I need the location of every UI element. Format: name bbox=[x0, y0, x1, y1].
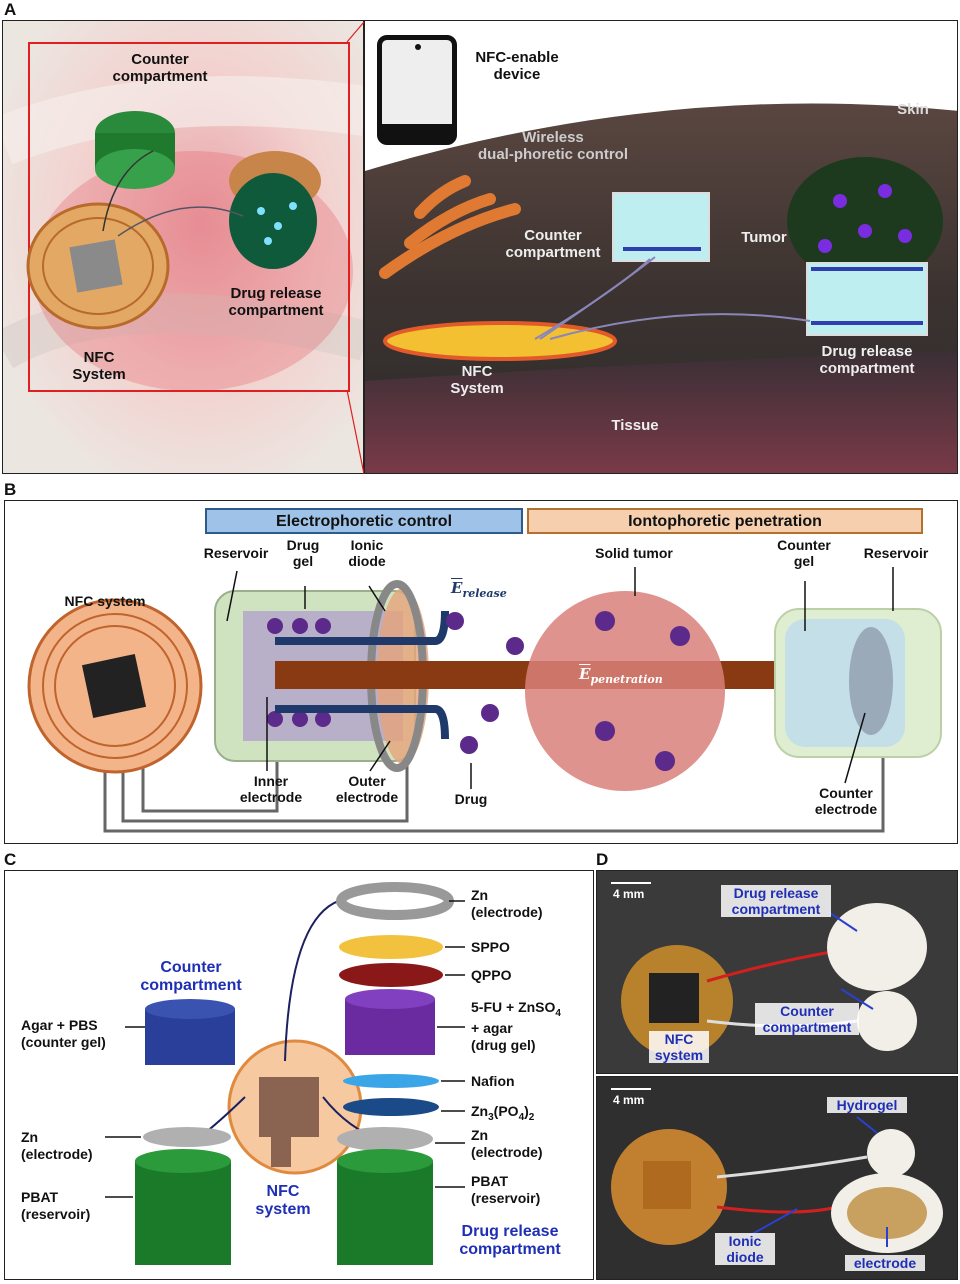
skin-label: Skin bbox=[897, 101, 929, 118]
panel-b-diagram: Electrophoretic control Iontophoretic pe… bbox=[4, 500, 958, 844]
counter-compartment-label: Counter compartment bbox=[755, 1003, 859, 1036]
zn3po4-label: Zn3(PO4)2 bbox=[471, 1103, 534, 1124]
dual-phoretic-schematic bbox=[27, 567, 942, 833]
zn-top-label: Zn (electrode) bbox=[471, 887, 543, 920]
ionic-diode-label: Ionic diode bbox=[348, 537, 386, 570]
panel-b-letter: B bbox=[4, 480, 17, 499]
tumor-label: Tumor bbox=[741, 229, 787, 246]
counter-gel-label: Counter gel bbox=[777, 537, 831, 570]
zn-left-label: Zn (electrode) bbox=[21, 1129, 93, 1162]
iontophoretic-penetration-label: Iontophoretic penetration bbox=[628, 513, 822, 530]
drug-release-right-label: Drug release compartment bbox=[819, 343, 915, 378]
pbat-left-label: PBAT (reservoir) bbox=[21, 1189, 91, 1222]
panel-a-letter: A bbox=[4, 0, 17, 19]
panel-c-exploded-view: Zn (electrode) SPPO QPPO Counter compart… bbox=[4, 870, 594, 1280]
nfc-system-label: NFC System bbox=[72, 349, 126, 384]
panel-d-photo-top: 4 mm Drug release compartment Counter co… bbox=[596, 870, 958, 1074]
e-penetration-symbol: E bbox=[579, 665, 591, 683]
panel-a-right-image: NFC-enable device Wireless dual-phoretic… bbox=[364, 20, 958, 474]
drug-label: Drug bbox=[454, 791, 488, 807]
e-penetration-label: Epenetration bbox=[579, 665, 663, 686]
qppo-label: QPPO bbox=[471, 967, 512, 983]
zn3po4-sub2: 4 bbox=[518, 1111, 525, 1123]
counter-compartment-right-label: Counter compartment bbox=[505, 227, 601, 262]
zn3po4-sub3: 2 bbox=[528, 1111, 535, 1123]
e-release-subscript: release bbox=[462, 587, 507, 600]
e-penetration-subscript: penetration bbox=[590, 673, 663, 686]
counter-electrode-label: Counter electrode bbox=[814, 785, 878, 818]
nafion-label: Nafion bbox=[471, 1073, 515, 1089]
drug-gel-label: 5-FU + ZnSO4 + agar (drug gel) bbox=[471, 999, 561, 1053]
panel-c-letter: C bbox=[4, 850, 17, 869]
e-release-symbol: E bbox=[451, 579, 463, 597]
drug-gel-subscript: 4 bbox=[555, 1007, 561, 1019]
iontophoretic-penetration-header: Iontophoretic penetration bbox=[527, 508, 923, 534]
nfc-system-label: NFC system bbox=[255, 1183, 311, 1219]
drug-gel-label: Drug gel bbox=[286, 537, 320, 570]
drug-release-compartment-label: Drug release compartment bbox=[228, 285, 324, 320]
wireless-control-label: Wireless dual-phoretic control bbox=[478, 129, 628, 164]
reservoir-left-label: Reservoir bbox=[203, 545, 269, 561]
zn-right-label: Zn (electrode) bbox=[471, 1127, 543, 1160]
drug-release-compartment-label: Drug release compartment bbox=[459, 1223, 561, 1259]
panel-a-left-image: Counter compartment Drug release compart… bbox=[2, 20, 364, 474]
inner-electrode-label: Inner electrode bbox=[239, 773, 303, 806]
reservoir-right-label: Reservoir bbox=[863, 545, 929, 561]
e-release-label: Erelease bbox=[451, 579, 507, 600]
nfc-system-label: NFC system bbox=[649, 1031, 709, 1064]
zn3po4-mid: (PO bbox=[493, 1103, 519, 1119]
scale-bar-top-label: 4 mm bbox=[613, 887, 645, 901]
outer-electrode-label: Outer electrode bbox=[335, 773, 399, 806]
panel-d-photo-bottom: 4 mm Hydrogel Ionic diode electrode bbox=[596, 1076, 958, 1280]
counter-compartment-label: Counter compartment bbox=[140, 959, 242, 995]
zn3po4-end: ) bbox=[524, 1103, 529, 1119]
device-layer-stack bbox=[105, 882, 465, 1265]
drug-release-label: Drug release compartment bbox=[721, 885, 831, 918]
tissue-label: Tissue bbox=[611, 417, 659, 434]
drug-gel-text-a: 5-FU + ZnSO bbox=[471, 999, 556, 1015]
electrophoretic-control-header: Electrophoretic control bbox=[205, 508, 523, 534]
drug-gel-text-b: + agar (drug gel) bbox=[471, 1019, 536, 1053]
zn3po4-sub1: 3 bbox=[488, 1111, 494, 1123]
skin-cross-section bbox=[365, 103, 957, 473]
agar-pbs-label: Agar + PBS (counter gel) bbox=[21, 1017, 106, 1050]
solid-tumor-label: Solid tumor bbox=[595, 545, 673, 561]
electrode-label: electrode bbox=[845, 1255, 925, 1272]
smartphone-icon bbox=[377, 35, 457, 145]
pbat-right-label: PBAT (reservoir) bbox=[471, 1173, 541, 1206]
electrophoretic-control-label: Electrophoretic control bbox=[275, 513, 453, 530]
counter-compartment-label: Counter compartment bbox=[112, 51, 208, 86]
nfc-system-label: NFC system bbox=[64, 593, 146, 609]
nfc-system-right-label: NFC System bbox=[450, 363, 504, 398]
sppo-label: SPPO bbox=[471, 939, 510, 955]
zn3po4-zn: Zn bbox=[471, 1103, 489, 1119]
scale-bar-bottom-label: 4 mm bbox=[613, 1093, 645, 1107]
mouse-illustration bbox=[3, 42, 363, 392]
nfc-enable-device-label: NFC-enable device bbox=[475, 49, 559, 84]
panel-d-letter: D bbox=[596, 850, 609, 869]
ionic-diode-label: Ionic diode bbox=[715, 1233, 775, 1266]
hydrogel-label: Hydrogel bbox=[827, 1097, 907, 1114]
